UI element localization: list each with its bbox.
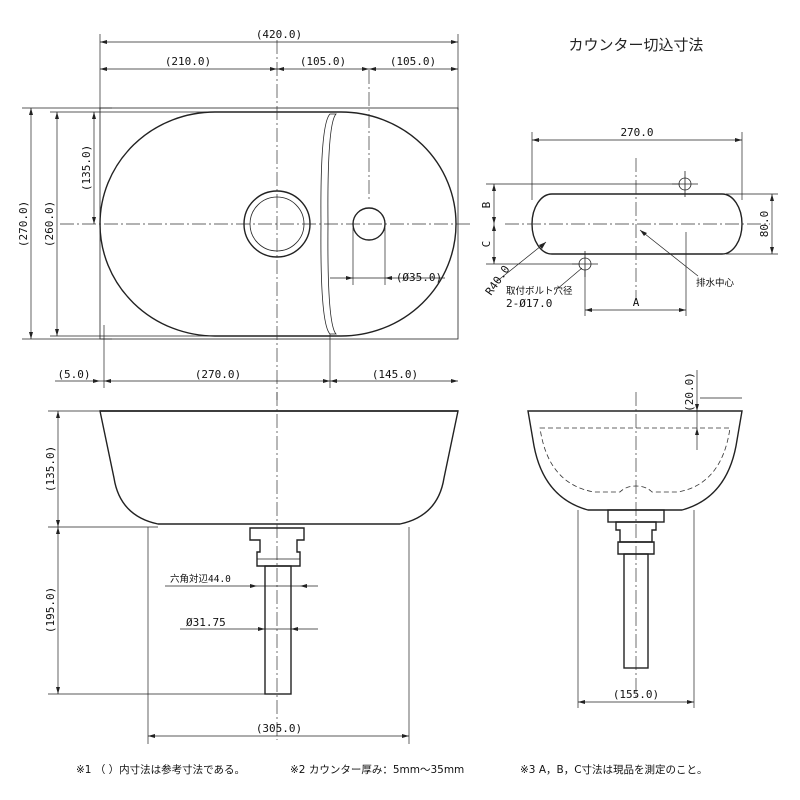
- dim-overall-width: (420.0): [256, 28, 302, 41]
- front-view: (135.0) (195.0) 六角対辺44.0 Ø31.75 (305.0): [44, 392, 459, 744]
- top-view-basin-outline: [99, 111, 457, 337]
- cutout-view: カウンター切込寸法 270.0 80.0 B C R40.0: [480, 36, 778, 316]
- top-view-outer-rect: [99, 107, 459, 340]
- drain-pipe: [264, 565, 292, 695]
- overflow-hole: [352, 207, 386, 241]
- top-view-inner-wall: [320, 113, 337, 335]
- cutout-slot-outline: [531, 193, 743, 255]
- note-counter-thickness: ※2 カウンター厚み：5mm～35mm: [290, 764, 464, 776]
- dim-rim: (20.0): [683, 372, 696, 412]
- dim-hex-across-flats: 六角対辺44.0: [170, 573, 231, 585]
- bolt-hole-label: 取付ボルト穴径: [506, 285, 573, 297]
- dim-bowl-length: (270.0): [195, 368, 241, 381]
- drain-fitting: [249, 527, 305, 567]
- side-view-bowl: [527, 410, 743, 511]
- dim-pipe-diameter: Ø31.75: [186, 616, 226, 629]
- dim-right-length: (145.0): [372, 368, 418, 381]
- dim-base-width: (305.0): [256, 722, 302, 735]
- side-view-inner-profile: [539, 427, 731, 493]
- dim-cutout-height: 80.0: [758, 211, 771, 238]
- cutout-title: カウンター切込寸法: [568, 36, 703, 54]
- note-measure-actual: ※3 A，B，C寸法は現品を測定のこと。: [520, 763, 708, 776]
- top-view: (420.0) (210.0) (105.0) (105.0) (270.0) …: [17, 28, 470, 400]
- dim-center-depth: (135.0): [80, 145, 93, 191]
- side-view-drain-pipe: [623, 553, 649, 669]
- front-view-bowl: [99, 410, 459, 525]
- side-view: (20.0) (155.0): [527, 370, 743, 708]
- drain-outer-ring: [243, 190, 311, 258]
- dim-drain-to-edge: (105.0): [390, 55, 436, 68]
- dim-bowl-height: (135.0): [44, 446, 57, 492]
- dim-outer-depth: (270.0): [17, 201, 30, 247]
- dim-cutout-width: 270.0: [620, 126, 653, 139]
- dim-inner-depth: (260.0): [43, 201, 56, 247]
- dim-offset-left: (5.0): [57, 368, 90, 381]
- dim-a: A: [633, 296, 640, 309]
- note-reference-dimensions: ※1 （ ）内寸法は参考寸法である。: [76, 763, 245, 776]
- dim-overflow-diameter: (Ø35.0): [396, 271, 442, 284]
- dim-side-base-width: (155.0): [613, 688, 659, 701]
- drain-center-label: 排水中心: [696, 277, 735, 289]
- dim-b: B: [480, 201, 493, 208]
- dim-trap-height: (195.0): [44, 587, 57, 633]
- dim-center-to-drain: (105.0): [300, 55, 346, 68]
- notes: ※1 （ ）内寸法は参考寸法である。 ※2 カウンター厚み：5mm～35mm ※…: [76, 763, 708, 776]
- dim-left-half: (210.0): [165, 55, 211, 68]
- dim-c: C: [480, 241, 493, 248]
- bolt-hole-count: 2-Ø17.0: [506, 297, 552, 310]
- drain-inner-ring: [249, 196, 305, 252]
